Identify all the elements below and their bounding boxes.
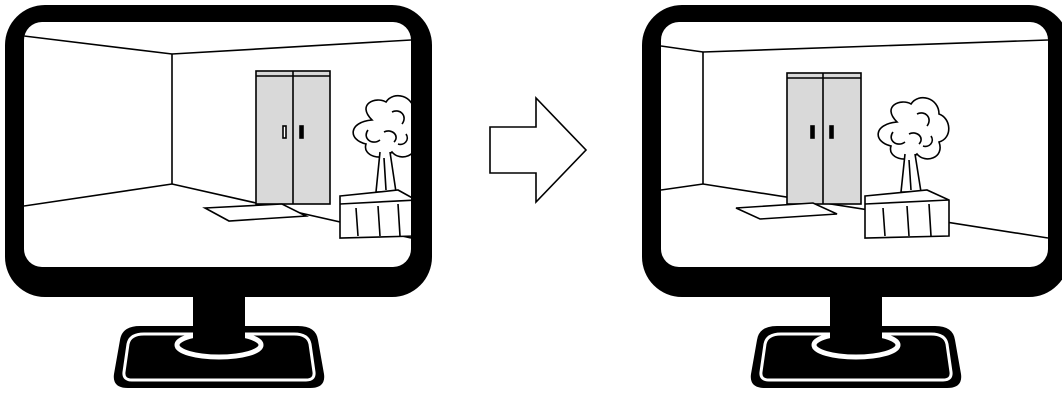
monitor-before — [5, 5, 432, 388]
monitor-stand — [114, 290, 324, 388]
monitor-stand — [751, 290, 961, 388]
double-door — [787, 73, 861, 204]
double-door — [256, 71, 330, 204]
right-arrow-icon — [490, 98, 586, 202]
monitor-after — [642, 5, 1062, 388]
